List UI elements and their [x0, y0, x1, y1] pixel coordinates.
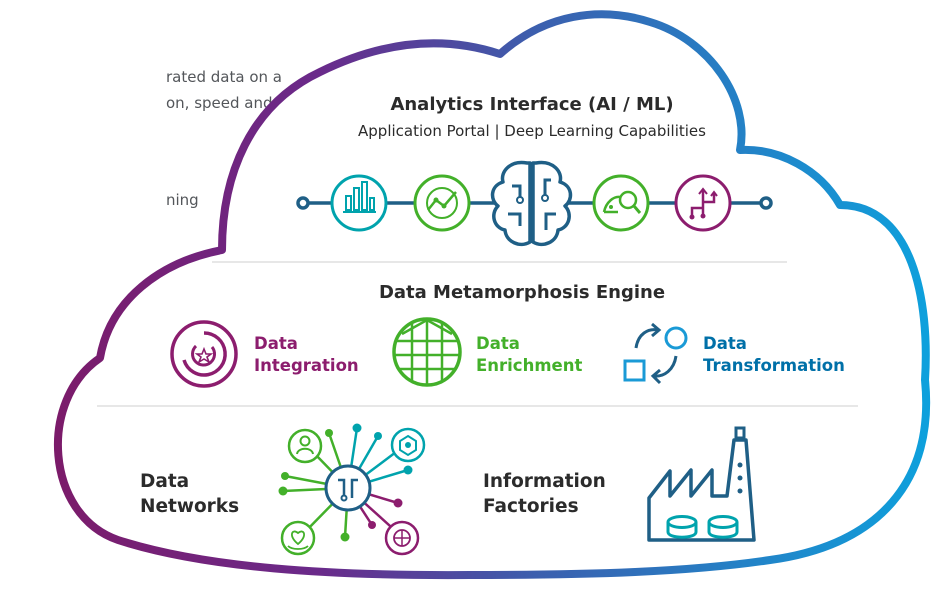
data-networks-line-2: Networks [140, 496, 240, 517]
data-integration-label: Data Integration [254, 333, 359, 377]
information-factories-line-1: Information [483, 471, 606, 492]
data-enrichment-label: Data Enrichment [476, 333, 582, 377]
analytics-title: Analytics Interface (AI / ML) [390, 94, 674, 115]
cloud-outline [53, 10, 931, 580]
intro-text-line-3: ning [166, 191, 199, 209]
information-factories-label: Information Factories [483, 469, 606, 519]
data-integration-line-2: Integration [254, 356, 359, 375]
factory-icon [647, 426, 756, 542]
globe-grid-icon [392, 317, 462, 387]
data-networks-line-1: Data [140, 471, 190, 492]
analytics-subtitle: Application Portal | Deep Learning Capab… [358, 122, 706, 140]
maze-icon [170, 320, 238, 388]
connector-end-right-icon [759, 196, 773, 210]
data-enrichment-line-1: Data [476, 334, 520, 353]
data-transformation-line-2: Transformation [703, 356, 845, 375]
magnify-chart-icon [592, 174, 650, 232]
information-factories-line-2: Factories [483, 496, 579, 517]
transform-cycle-icon [623, 322, 688, 385]
connector-end-left-icon [296, 196, 310, 210]
data-network-hub-icon [278, 423, 426, 556]
data-transformation-label: Data Transformation [703, 333, 845, 377]
brain-circuit-icon [490, 160, 573, 247]
branching-arrows-icon [674, 174, 732, 232]
engine-title: Data Metamorphosis Engine [378, 282, 666, 303]
bar-chart-icon [330, 174, 388, 232]
data-networks-label: Data Networks [140, 469, 239, 519]
intro-text-line-1: rated data on a [166, 68, 282, 86]
data-transformation-line-1: Data [703, 334, 747, 353]
data-enrichment-line-2: Enrichment [476, 356, 583, 375]
trend-line-icon [413, 174, 471, 232]
intro-text-line-2: on, speed and [166, 94, 273, 112]
data-integration-line-1: Data [254, 334, 298, 353]
